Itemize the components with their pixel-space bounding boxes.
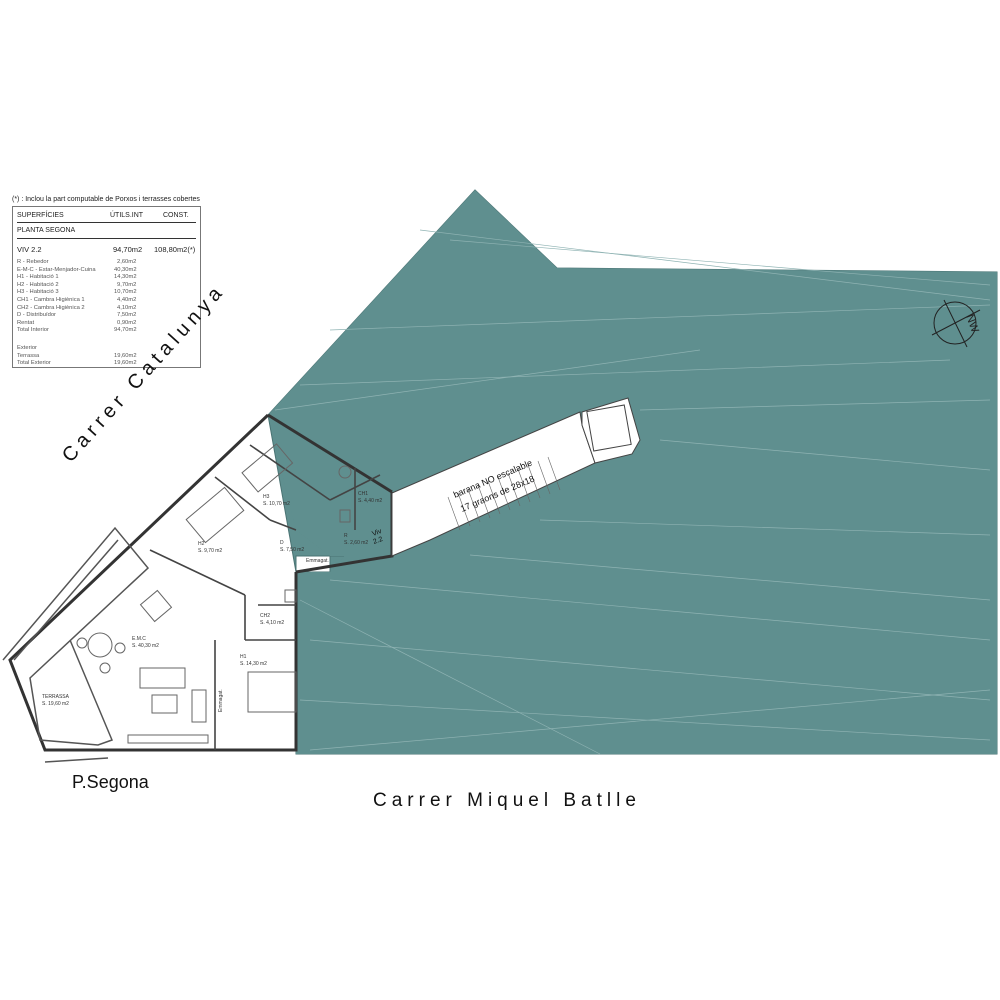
room-terrassa-area: S. 19,60 m2 [42,701,69,707]
row-value: 4,40m2 [117,296,137,303]
room-terrassa-name: TERRASSA [42,694,70,700]
table-exterior: Exterior Terrassa 19,60m2 Total Exterior 1… [17,345,196,368]
row-value: 19,60m2 [114,360,137,367]
row-label: H3 - Habitació 3 [17,289,59,296]
unit-tag-1: Viv [371,528,383,538]
table-row: H1 - Habitació 1 14,30m2 [17,274,196,282]
room-h1-name: H1 [240,654,247,660]
table-row: Rentat 0,90m2 [17,320,196,328]
surface-table: (*) : Inclou la part computable de Porxo… [12,196,202,368]
roof-lines [274,229,991,755]
room-h1-area: S. 14,30 m2 [240,661,267,667]
table-row: H3 - Habitació 3 10,70m2 [17,289,196,297]
row-label: Rentat [17,319,35,326]
table-note: (*) : Inclou la part computable de Porxo… [12,196,200,203]
header-surfaces: SUPERFÍCIES [17,212,64,219]
table-rows: R - Rebedor 2,60m2 E-M-C - Estar-Menjador… [17,259,196,335]
row-value: 4,10m2 [117,304,137,311]
table-row: H2 - Habitació 2 9,70m2 [17,282,196,290]
terrace-rail [2,526,150,763]
row-label: CH2 - Cambra Higiènica 2 [17,304,85,311]
room-ch1-name: CH1 [358,491,368,497]
room-h3-area: S. 10,70 m2 [263,501,290,507]
interior-walls [149,444,381,750]
stair-treads [447,456,561,531]
street-miquel-label: Carrer Miquel Batlle [373,790,641,811]
row-label: Total Interior [17,327,49,334]
room-h2-area: S. 9,70 m2 [198,548,222,554]
room-ch2-name: CH2 [260,613,270,619]
table-row: Total Exterior 19,60m2 [17,360,196,368]
floor-name-label: P.Segona [72,772,149,792]
room-h2-name: H2 [198,541,205,547]
table-header: SUPERFÍCIES ÚTILS.INT CONST. [17,211,196,223]
table-box: SUPERFÍCIES ÚTILS.INT CONST. PLANTA SEGO… [12,206,201,368]
unit-name: VIV 2.2 [17,245,42,254]
header-built: CONST. [163,212,189,219]
room-d-name: D [280,540,284,546]
row-label: D - Distribuïdor [17,312,56,319]
row-label: CH1 - Cambra Higiènica 1 [17,296,85,303]
unit-useful: 94,70m2 [113,245,143,254]
storage-label-2: Emmagat. [218,689,224,712]
stair [391,397,641,557]
table-row: E-M-C - Estar-Menjador-Cuina 40,30m2 [17,267,196,275]
room-r-name: R [344,533,348,539]
unit-built: 108,80m2(*) [154,245,196,254]
table-row: D - Distribuïdor 7,50m2 [17,312,196,320]
unit-tag-2: 2.2 [372,536,384,546]
row-value: 10,70m2 [114,289,137,296]
row-label: H2 - Habitació 2 [17,281,59,288]
row-value: 9,70m2 [117,281,137,288]
exterior-title-text: Exterior [17,345,37,351]
room-ch2-area: S. 4,10 m2 [260,620,284,626]
table-unit-row: VIV 2.2 94,70m2 108,80m2(*) [17,245,196,257]
row-label: R - Rebedor [17,259,49,265]
row-value: 0,90m2 [117,319,137,326]
exterior-title: Exterior [17,345,196,353]
room-emc-name: E.M.C [132,636,146,642]
row-value: 19,60m2 [114,352,137,359]
table-row: R - Rebedor 2,60m2 [17,259,196,267]
room-emc-area: S. 40,30 m2 [132,643,159,649]
room-ch1-area: S. 4,40 m2 [358,498,382,504]
row-value: 7,50m2 [117,312,137,319]
table-row: CH2 - Cambra Higiènica 2 4,10m2 [17,305,196,313]
table-row: Total Interior 94,70m2 [17,327,196,335]
header-useful: ÚTILS.INT [110,212,144,219]
table-row: Terrassa 19,60m2 [17,353,196,361]
row-label: Total Exterior [17,360,51,367]
room-d-area: S. 7,50 m2 [280,547,304,553]
row-value: 40,30m2 [114,266,137,273]
roof-area-main [268,190,997,754]
row-label: E-M-C - Estar-Menjador-Cuina [17,266,96,273]
room-r-area: S. 2,60 m2 [344,540,368,546]
furniture [76,443,352,744]
row-label: H1 - Habitació 1 [17,274,59,281]
row-value: 94,70m2 [114,327,137,334]
north-compass [931,299,981,348]
table-row: CH1 - Cambra Higiènica 1 4,40m2 [17,297,196,305]
storage-label-1: Emmagat. [306,558,329,564]
table-floor: PLANTA SEGONA [17,227,196,239]
row-value: 2,60m2 [117,259,137,265]
room-h3-name: H3 [263,494,270,500]
row-value: 14,30m2 [114,274,137,281]
row-label: Terrassa [17,352,40,359]
